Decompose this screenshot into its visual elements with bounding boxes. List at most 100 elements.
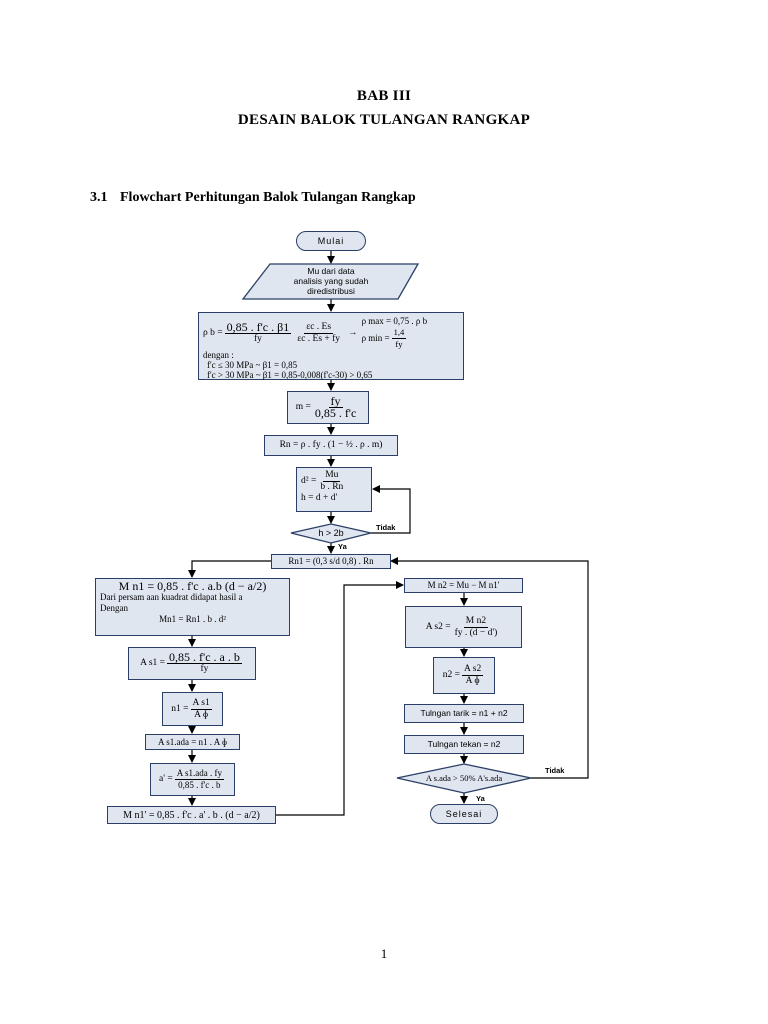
aprime-frac: A s1.ada . fy 0,85 . f'c . b xyxy=(174,768,224,791)
n2-box: n2 = A s2 A ɸ xyxy=(433,657,495,694)
rho-min-num: 1,4 xyxy=(391,327,407,339)
condition-1: f'c ≤ 30 MPa ~ β1 = 0,85 xyxy=(207,360,298,370)
page-number: 1 xyxy=(380,946,388,961)
mn1-note1: Dari persam aan kuadrat didapat hasil a xyxy=(100,592,243,602)
tekan-formula: Tulngan tekan = n2 xyxy=(427,739,501,749)
m-frac: fy 0,85 . f'c xyxy=(313,394,358,420)
mn1-formula: M n1 = 0,85 . f'c . a.b (d − a/2) xyxy=(118,579,267,593)
input-line1: Mu dari data xyxy=(307,266,355,276)
rho-limits: ρ max = 0,75 . ρ b ρ min = 1,4 fy xyxy=(362,316,428,350)
end-label: Selesai xyxy=(445,809,483,819)
mn2-formula: M n2 = Mu − M n1' xyxy=(427,580,500,590)
n1-box: n1 = A s1 A ɸ xyxy=(162,692,223,726)
mn2-box: M n2 = Mu − M n1' xyxy=(404,578,523,593)
condition-2: f'c > 30 MPa ~ β1 = 0,85-0,008(f'c-30) >… xyxy=(207,370,373,380)
tekan-box: Tulngan tekan = n2 xyxy=(404,735,524,754)
input-parallelogram xyxy=(241,263,420,300)
rn-formula: Rn = ρ . fy . (1 − ½ . ρ . m) xyxy=(279,440,383,450)
rho-b-frac2-num: εc . Es xyxy=(304,321,334,334)
rho-b-lhs: ρ b = xyxy=(203,327,223,338)
m-box: m = fy 0,85 . f'c xyxy=(287,391,369,424)
n1-frac: A s1 A ɸ xyxy=(190,697,212,721)
decision1-tidak-label: Tidak xyxy=(376,523,396,532)
as2-box: A s2 = M n2 fy . (d − d') xyxy=(405,606,522,648)
mn1prime-box: M n1' = 0,85 . f'c . a' . b . (d − a/2) xyxy=(107,806,276,824)
input-text: Mu dari data analisis yang sudah diredis… xyxy=(260,266,402,296)
connector-rn1-mn1 xyxy=(188,560,271,578)
start-terminal: Mulai xyxy=(296,231,366,251)
decision1-ya-label: Ya xyxy=(338,542,347,551)
as2-num: M n2 xyxy=(463,615,489,628)
rho-min-lhs: ρ min = xyxy=(361,333,390,343)
chapter-title: DESAIN BALOK TULANGAN RANGKAP xyxy=(237,112,531,128)
tarik-box: Tulngan tarik = n1 + n2 xyxy=(404,704,524,723)
d2-lhs: d² = xyxy=(301,476,317,486)
as2-frac: M n2 fy . (d − d') xyxy=(453,616,500,639)
decision1-label: h > 2b xyxy=(318,528,344,538)
decision2-diamond xyxy=(396,763,532,794)
rho-b-frac1-den: fy xyxy=(253,333,262,344)
n1-den: A ɸ xyxy=(194,709,209,720)
as1-box: A s1 = 0,85 . f'c . a . b fy xyxy=(128,647,256,680)
as2-lhs: A s2 = xyxy=(425,621,451,632)
rho-max: ρ max = 0,75 . ρ b xyxy=(361,316,428,326)
n2-frac: A s2 A ɸ xyxy=(462,664,484,687)
start-label: Mulai xyxy=(317,236,345,246)
h-equation: h = d + d' xyxy=(301,493,338,503)
tarik-formula: Tulngan tarik = n1 + n2 xyxy=(420,708,508,718)
mn1-note3: Mn1 = Rn1 . b . d² xyxy=(159,614,226,624)
rn1-formula: Rn1 = (0,3 s/d 0,8) . Rn xyxy=(288,556,374,566)
rho-b-frac1-num: 0,85 . f'c . β1 xyxy=(224,319,292,334)
dengan-label: dengan : xyxy=(203,350,234,360)
decision2-tidak-label: Tidak xyxy=(545,766,565,775)
m-lhs: m = xyxy=(295,402,311,412)
rho-box: ρ b = 0,85 . f'c . β1 fy εc . Es εc . Es… xyxy=(198,312,464,380)
d2-den: b . Rn xyxy=(320,482,344,492)
chapter-heading: BAB III xyxy=(356,88,412,104)
as1-num: 0,85 . f'c . a . b xyxy=(167,650,242,664)
connector-mn1prime-mn2 xyxy=(276,581,404,816)
n1-lhs: n1 = xyxy=(171,703,189,714)
connector-tidak-return xyxy=(390,557,589,779)
as1-frac: 0,85 . f'c . a . b fy xyxy=(167,650,242,675)
input-line3: diredistribusi xyxy=(307,286,355,296)
aprime-den: 0,85 . f'c . b xyxy=(178,780,221,790)
d2-box: d² = Mu b . Rn h = d + d' xyxy=(296,467,372,512)
rho-min-den: fy xyxy=(395,339,403,349)
d2-num: Mu xyxy=(323,470,341,482)
as2-den: fy . (d − d') xyxy=(454,627,498,638)
section-title: Flowchart Perhitungan Balok Tulangan Ran… xyxy=(120,190,416,205)
mn1prime-formula: M n1' = 0,85 . f'c . a' . b . (d − a/2) xyxy=(123,809,260,821)
d2-frac: Mu b . Rn xyxy=(318,470,345,493)
aprime-lhs: a' = xyxy=(159,774,173,784)
n2-den: A ɸ xyxy=(465,676,480,686)
as1ada-formula: A s1.ada = n1 . A ɸ xyxy=(157,736,228,747)
rho-b-frac1: 0,85 . f'c . β1 fy xyxy=(224,319,292,345)
rn-box: Rn = ρ . fy . (1 − ½ . ρ . m) xyxy=(264,435,398,456)
rho-arrow: → xyxy=(348,327,358,338)
rho-b-frac2: εc . Es εc . Es + fy xyxy=(295,322,342,345)
rn1-box: Rn1 = (0,3 s/d 0,8) . Rn xyxy=(271,554,391,569)
aprime-box: a' = A s1.ada . fy 0,85 . f'c . b xyxy=(150,763,235,796)
m-num: fy xyxy=(328,394,343,408)
input-line2: analisis yang sudah xyxy=(293,276,369,286)
as1-lhs: A s1 = xyxy=(140,658,166,668)
as1-den: fy xyxy=(200,664,209,674)
section-number: 3.1 xyxy=(90,190,108,205)
rho-min-frac: 1,4 fy xyxy=(391,327,407,350)
end-terminal: Selesai xyxy=(430,804,498,824)
decision2-label: A s.ada > 50% A's.ada xyxy=(425,773,503,783)
n1-num: A s1 xyxy=(190,697,212,710)
decision2-ya-label: Ya xyxy=(476,794,485,803)
connector-tidak-loop xyxy=(371,485,411,534)
decision1-diamond xyxy=(290,523,372,544)
as1ada-box: A s1.ada = n1 . A ɸ xyxy=(145,734,240,750)
n2-lhs: n2 = xyxy=(442,670,461,680)
n2-num: A s2 xyxy=(462,664,484,676)
mn1-box: M n1 = 0,85 . f'c . a.b (d − a/2) Dari p… xyxy=(95,578,290,636)
aprime-num: A s1.ada . fy xyxy=(174,768,224,780)
m-den: 0,85 . f'c xyxy=(314,406,357,420)
rho-b-frac2-den: εc . Es + fy xyxy=(297,333,341,344)
mn1-note2: Dengan xyxy=(100,603,128,613)
